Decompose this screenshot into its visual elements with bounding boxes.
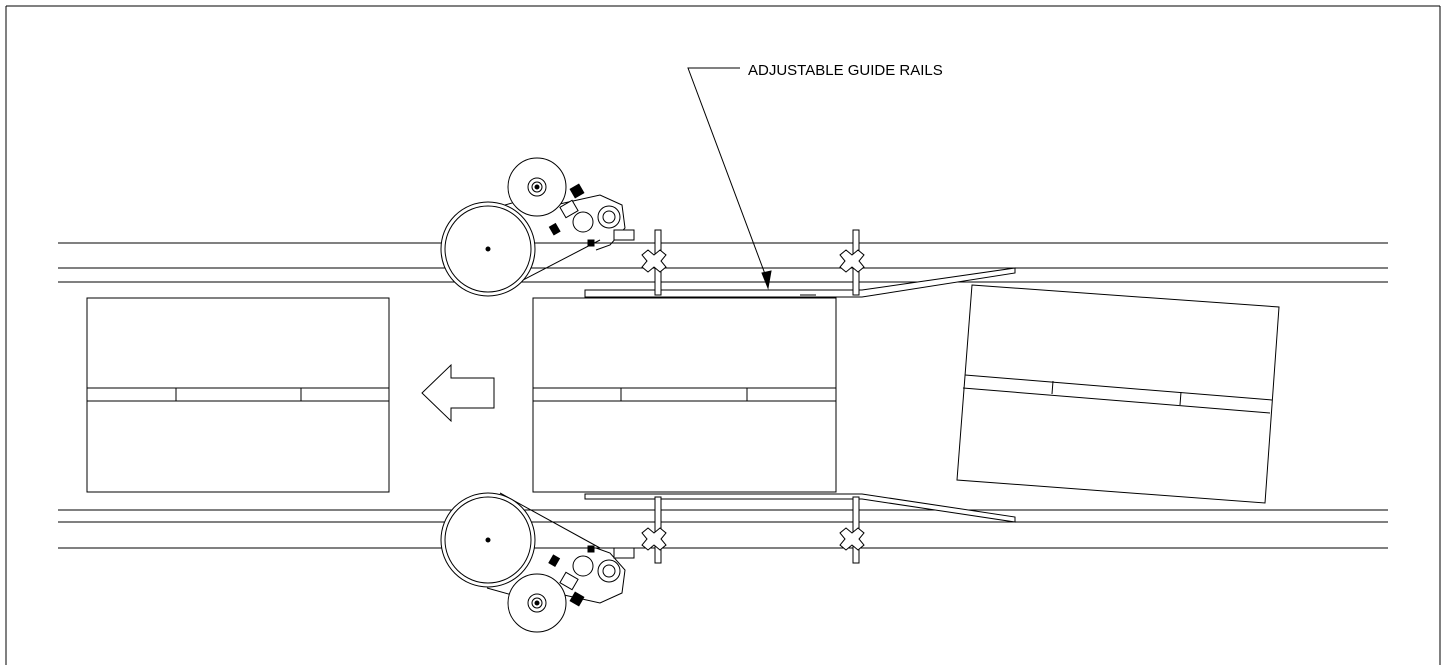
carton-center: [532, 297, 837, 493]
guide-rail-bottom: [584, 493, 1016, 523]
callout-label: ADJUSTABLE GUIDE RAILS: [748, 62, 943, 79]
conveyor-rails: [58, 242, 1388, 549]
label-applicator-top: [440, 157, 635, 297]
carton-left: [86, 297, 390, 493]
callout-leader: [687, 67, 772, 290]
rail-clamp-bottom-right: [839, 496, 865, 564]
drawing-border: [5, 5, 1441, 665]
label-applicator-bottom: [440, 492, 635, 633]
left-arrow-icon: [421, 363, 495, 423]
guide-rail-top: [584, 267, 1016, 298]
rail-clamp-top-left: [641, 229, 667, 296]
carton-right-rotated: [956, 284, 1280, 504]
rail-clamp-bottom-left: [641, 496, 667, 564]
rail-clamp-top-right: [839, 229, 865, 296]
